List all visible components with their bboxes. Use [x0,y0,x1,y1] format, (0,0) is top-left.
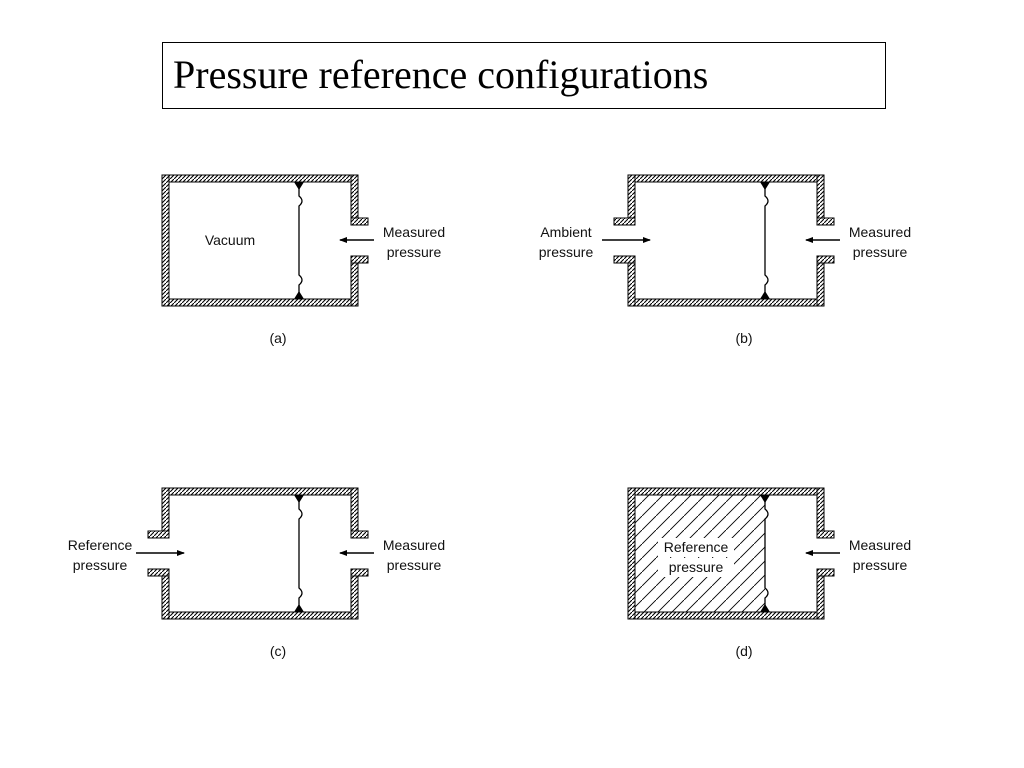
panel-a: Measured pressure Vacuum (a) [161,174,445,346]
flange-right-lower [816,568,835,577]
flange-right-lower [350,255,369,264]
panel-d: Measured pressure Reference pressure (d) [627,487,911,659]
wall-top [627,174,825,183]
measured-label-line2: pressure [853,244,908,260]
measured-label-line1: Measured [849,537,911,553]
measured-label-line1: Measured [849,224,911,240]
flange-right-upper [816,217,835,226]
measured-label-line2: pressure [387,244,442,260]
wall-left [161,174,170,307]
chamber-label-line1: Reference [664,539,729,555]
flange-right-upper [350,217,369,226]
measured-label-line2: pressure [387,557,442,573]
diaphragm-clamp-bottom [294,604,304,612]
flange-left-upper [613,217,636,226]
diaphragm [298,182,303,299]
panel-caption: (c) [270,643,286,659]
wall-bottom [161,611,359,620]
panel-c: Measured pressure Reference pressure (c) [68,487,445,659]
wall-bottom [627,298,825,307]
wall-bottom [627,611,825,620]
page-title: Pressure reference configurations [173,52,709,97]
wall-left [627,487,636,620]
measured-label-line2: pressure [853,557,908,573]
wall-top [627,487,825,496]
flange-right-lower [350,568,369,577]
diaphragm [764,495,769,612]
left-port-label-line1: Ambient [540,224,591,240]
panel-caption: (a) [269,330,286,346]
flange-right-upper [816,530,835,539]
chamber-label-backing [658,558,734,577]
title-box: Pressure reference configurations [162,42,886,109]
flange-left-lower [147,568,170,577]
wall-top [161,487,359,496]
panel-b: Measured pressure Ambient pressure (b) [539,174,911,346]
left-port-label-line2: pressure [73,557,128,573]
chamber-label-line2: pressure [669,559,724,575]
diaphragm [764,182,769,299]
diaphragm-clamp-bottom [760,604,770,612]
flange-right-lower [816,255,835,264]
diaphragm-clamp-top [294,495,304,503]
measured-label-line1: Measured [383,537,445,553]
panel-caption: (b) [735,330,752,346]
left-port-label-line1: Reference [68,537,133,553]
diaphragm [298,495,303,612]
chamber-label-backing [658,538,734,557]
wall-bottom [161,298,359,307]
left-port-label-line2: pressure [539,244,594,260]
wall-top [161,174,359,183]
chamber-label-line1: Vacuum [205,232,255,248]
diaphragm-clamp-top [760,495,770,503]
diaphragm-clamp-bottom [760,291,770,299]
diaphragm-clamp-bottom [294,291,304,299]
flange-right-upper [350,530,369,539]
flange-left-lower [613,255,636,264]
panel-caption: (d) [735,643,752,659]
measured-label-line1: Measured [383,224,445,240]
diaphragm-clamp-top [760,182,770,190]
flange-left-upper [147,530,170,539]
diaphragm-clamp-top [294,182,304,190]
